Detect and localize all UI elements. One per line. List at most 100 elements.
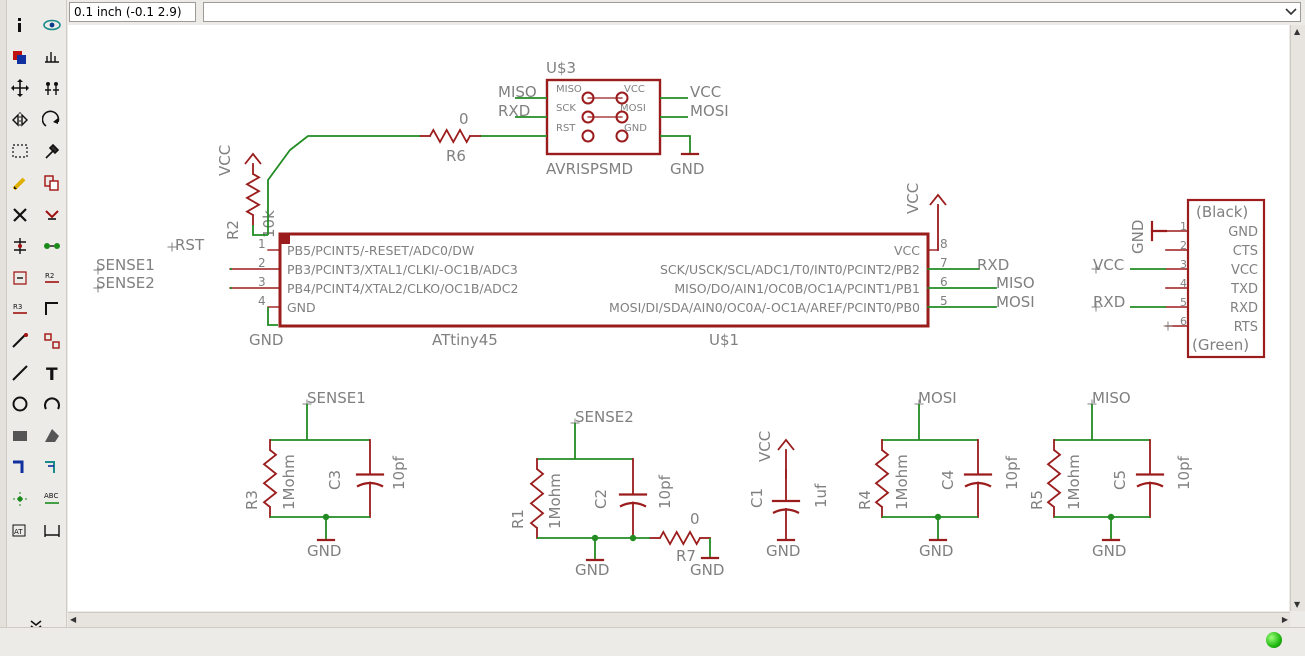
tool-attribute[interactable]: AT <box>7 518 33 544</box>
tool-change[interactable] <box>39 138 65 164</box>
tool-mark[interactable] <box>39 44 65 70</box>
isp-net-mosi: MOSI <box>690 102 729 120</box>
command-input[interactable] <box>203 2 1301 22</box>
split-icon <box>45 302 58 316</box>
schematic-canvas[interactable]: U$3 AVRISPSMD MISO RXD VCC MOSI GND 0 R6… <box>68 25 1289 611</box>
scroll-left-icon[interactable]: ◀ <box>70 615 77 624</box>
isp-pad <box>615 129 629 143</box>
scroll-down-icon[interactable]: ▼ <box>1294 600 1301 609</box>
ripup-icon <box>44 333 60 349</box>
ic-right-pin-label: MISO/DO/AIN1/OC0B/OC1A/PCINT1/PB1 <box>674 281 920 296</box>
tool-rotate[interactable] <box>39 107 65 133</box>
reverse-icon <box>13 271 27 285</box>
tool-optimize[interactable]: R3 <box>7 296 33 322</box>
r2-vcc-label: VCC <box>216 145 234 176</box>
svg-text:R3: R3 <box>13 303 22 311</box>
horizontal-scrollbar[interactable]: ◀ ▶ <box>68 612 1290 627</box>
tool-text[interactable]: T <box>39 360 65 386</box>
tool-label[interactable]: ABC <box>39 486 65 512</box>
delete-icon <box>13 207 27 222</box>
ic-left-pin-label: PB4/PCINT4/XTAL2/CLKO/OC1B/ADC2 <box>287 281 519 296</box>
net-rst: RST <box>175 236 205 254</box>
ic-pin-number: 6 <box>940 275 948 289</box>
isp-pin-label: SCK <box>556 103 576 114</box>
sense1-label: SENSE1 <box>307 389 366 407</box>
net-sense2: SENSE2 <box>96 274 155 292</box>
c4-name: C4 <box>939 470 957 490</box>
text-icon: T <box>46 365 58 383</box>
tool-polygon[interactable] <box>39 423 65 449</box>
tool-junction[interactable] <box>7 486 33 512</box>
tool-smash[interactable] <box>39 202 65 228</box>
ic-right-pin-label: SCK/USCK/SCL/ADC1/T0/INT0/PCINT2/PB2 <box>660 262 920 277</box>
r7-value: 0 <box>690 510 700 528</box>
tool-mirror[interactable] <box>7 107 33 133</box>
tool-show[interactable] <box>39 12 65 38</box>
scroll-right-icon[interactable]: ▶ <box>1281 615 1288 624</box>
ic-left-pin-label: GND <box>287 300 316 315</box>
c3-value: 10pf <box>390 455 408 490</box>
ftdi-pin-label: VCC <box>1231 263 1258 278</box>
toolbar-grip[interactable] <box>0 0 7 630</box>
group-icon <box>45 82 59 96</box>
junction-icon <box>13 492 27 506</box>
tool-display-layers[interactable] <box>7 44 33 70</box>
tool-arc[interactable] <box>39 391 65 417</box>
vertical-scrollbar[interactable]: ▲ ▼ <box>1290 25 1305 611</box>
route-icon <box>12 333 28 348</box>
gnd-label-3: GND <box>690 561 724 579</box>
dimension-icon <box>44 524 60 537</box>
tool-circle[interactable] <box>7 391 33 417</box>
smash-icon <box>45 209 59 220</box>
ic-pin-number: 4 <box>258 294 266 308</box>
tool-move[interactable] <box>7 75 33 101</box>
gnd-label-6: GND <box>1092 542 1126 560</box>
svg-text:T: T <box>46 365 58 383</box>
r2-value: 10k <box>260 210 278 238</box>
ftdi-pin-number: 1 <box>1180 220 1187 233</box>
vcc-symbol <box>929 193 947 206</box>
wire-icon <box>12 364 28 381</box>
ic-name: U$1 <box>709 331 739 349</box>
tool-copy[interactable] <box>39 170 65 196</box>
tool-name[interactable] <box>39 233 65 259</box>
tool-route[interactable] <box>7 328 33 354</box>
tool-info[interactable] <box>7 12 33 38</box>
tool-wire[interactable] <box>7 360 33 386</box>
ic-miso-net: MISO <box>996 274 1035 292</box>
ic-left-pin-label: PB3/PCINT3/XTAL1/CLKI/-OC1B/ADC3 <box>287 262 518 277</box>
status-bar <box>0 627 1305 656</box>
tool-value[interactable] <box>7 233 33 259</box>
tool-rectangle[interactable] <box>7 423 33 449</box>
r3-body <box>262 449 278 508</box>
r4-name: R4 <box>856 490 874 510</box>
tool-delete[interactable] <box>7 202 33 228</box>
tool-ripup[interactable] <box>39 328 65 354</box>
isp-pad <box>581 129 595 143</box>
r5-value: 1Mohm <box>1065 454 1083 510</box>
c1-name: C1 <box>748 488 766 508</box>
vcc-symbol <box>777 438 795 451</box>
label-icon: ABC <box>44 492 59 504</box>
isp-pin-label: MISO <box>556 84 582 95</box>
tool-net[interactable] <box>39 454 65 480</box>
tool-dimension[interactable] <box>39 518 65 544</box>
scroll-up-icon[interactable]: ▲ <box>1294 27 1301 36</box>
tool-bus[interactable] <box>7 454 33 480</box>
value-icon <box>14 238 26 255</box>
svg-text:R2: R2 <box>45 272 54 280</box>
r6-value: 0 <box>459 110 469 128</box>
r2-rst-wire <box>267 135 420 235</box>
tool-net-segment[interactable]: R2 <box>39 265 65 291</box>
command-history-dropdown[interactable] <box>1283 4 1299 20</box>
net-segment-icon: R2 <box>45 272 59 283</box>
ftdi-outline <box>1186 198 1266 359</box>
tool-paint[interactable] <box>7 170 33 196</box>
mirror-icon <box>12 111 28 128</box>
tool-group[interactable] <box>39 75 65 101</box>
tool-reverse[interactable] <box>7 265 33 291</box>
tool-split[interactable] <box>39 296 65 322</box>
name-icon <box>44 243 60 250</box>
mark-icon <box>45 51 59 63</box>
tool-select[interactable] <box>7 138 33 164</box>
